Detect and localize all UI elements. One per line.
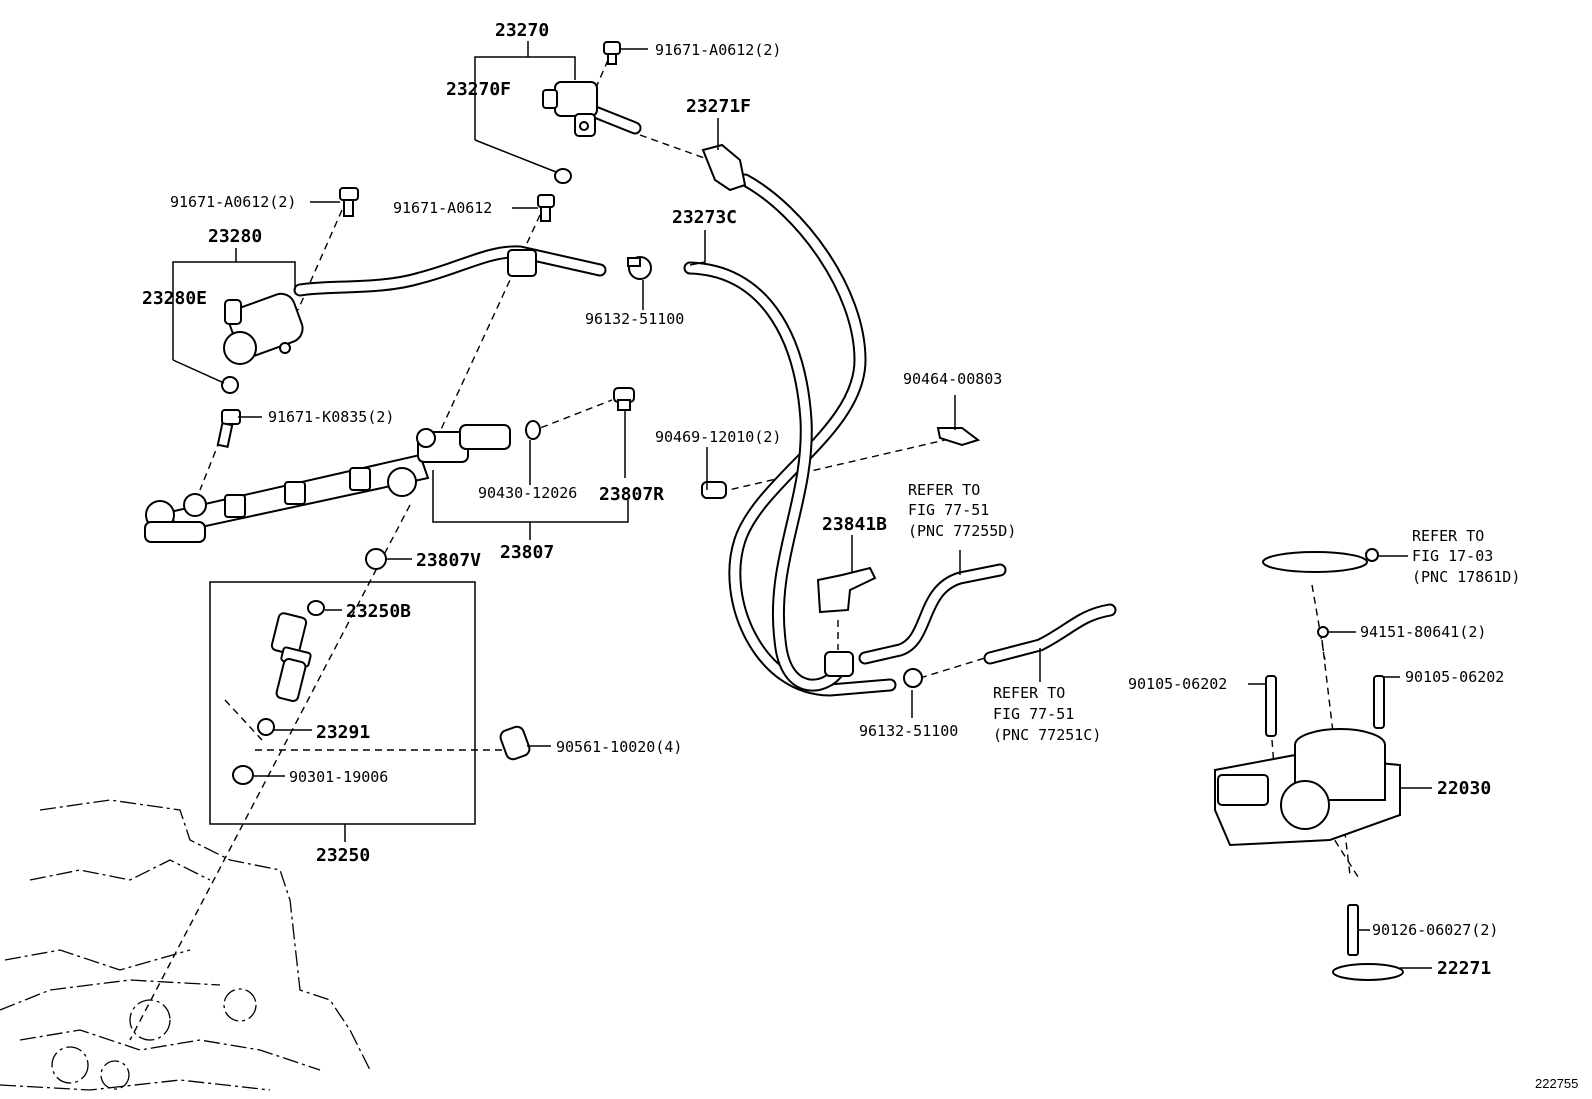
label-23291: 23291 (316, 722, 370, 743)
label-94151-80641-2: 94151-80641(2) (1360, 623, 1486, 641)
assembly-leaders (129, 59, 1381, 1041)
o-ring-23270f (554, 168, 572, 184)
label-23280e: 23280E (142, 288, 207, 309)
label-22030: 22030 (1437, 778, 1491, 799)
cushion-90561-10020 (499, 725, 531, 761)
refer-note-line: (PNC 77255D) (908, 522, 1016, 540)
label-90105-06202-left: 90105-06202 (1128, 675, 1227, 693)
label-91671-a0612-2-top: 91671-A0612(2) (655, 41, 781, 59)
fuel-connector-23271f (701, 143, 747, 192)
refer-note-line: FIG 77-51 (908, 501, 989, 519)
label-23807v: 23807V (416, 550, 481, 571)
figure-number: 222755 (1535, 1076, 1578, 1091)
refer-note-line: FIG 77-51 (993, 705, 1074, 723)
hose-joint (824, 651, 854, 677)
gasket-90430-12026 (525, 420, 541, 440)
fuel-rail (144, 424, 511, 543)
stud-90126-06027 (1347, 904, 1359, 956)
throttle-body-22030 (1214, 548, 1401, 847)
bracket-23841b (816, 566, 877, 614)
label-90301-19006: 90301-19006 (289, 768, 388, 786)
label-96132-51100-top: 96132-51100 (585, 310, 684, 328)
label-23280: 23280 (208, 226, 262, 247)
label-23250: 23250 (316, 845, 370, 866)
bolt-91671-a0612-top (603, 41, 621, 65)
label-91671-k0835-2: 91671-K0835(2) (268, 408, 394, 426)
nut-23807v (365, 548, 387, 570)
o-ring-90301-19006 (232, 765, 254, 785)
label-90561-10020-4: 90561-10020(4) (556, 738, 682, 756)
label-91671-a0612-2-left: 91671-A0612(2) (170, 193, 296, 211)
refer-note-line: (PNC 17861D) (1412, 568, 1520, 586)
label-90105-06202-right: 90105-06202 (1405, 668, 1504, 686)
part-labels: 23270 23270F 91671-A0612(2) 23271F 91671… (142, 20, 1504, 979)
clip-90469-12010 (701, 481, 727, 499)
bolt-91671-a0612-center (537, 194, 555, 222)
pipe-bracket (507, 249, 537, 277)
label-23270: 23270 (495, 20, 549, 41)
refer-note-line: FIG 17-03 (1412, 547, 1493, 565)
label-23250b: 23250B (346, 601, 411, 622)
bolt-91671-a0612-left (339, 187, 359, 217)
clip-90464-00803 (936, 427, 981, 447)
pulsation-damper-23270 (542, 81, 598, 137)
label-23273c: 23273C (672, 207, 737, 228)
label-90469-12010-2: 90469-12010(2) (655, 428, 781, 446)
label-23271f: 23271F (686, 96, 751, 117)
fuel-injector (270, 612, 312, 703)
refer-note-line: REFER TO (908, 481, 980, 499)
fuel-hoses (293, 105, 1117, 697)
label-90430-12026: 90430-12026 (478, 484, 577, 502)
label-96132-51100-bottom: 96132-51100 (859, 722, 958, 740)
label-23807: 23807 (500, 542, 554, 563)
label-90126-06027-2: 90126-06027(2) (1372, 921, 1498, 939)
bolt-91671-k0835 (216, 409, 241, 448)
engine-block-outline (0, 799, 371, 1091)
refer-note-77255d: REFER TO FIG 77-51 (PNC 77255D) (908, 481, 1016, 540)
refer-note-line: (PNC 77251C) (993, 726, 1101, 744)
hose-clamp-96132-bottom (903, 668, 923, 688)
label-91671-a0612: 91671-A0612 (393, 199, 492, 217)
label-90464-00803: 90464-00803 (903, 370, 1002, 388)
gasket-22271 (1332, 963, 1404, 981)
refer-note-line: REFER TO (1412, 527, 1484, 545)
pressure-regulator-23280 (223, 292, 304, 365)
o-ring-23280e (221, 376, 239, 394)
hose-clamp-96132-top (627, 256, 652, 280)
plug-23807r (613, 387, 635, 411)
refer-note-line: REFER TO (993, 684, 1065, 702)
injector-assembly-box (209, 581, 476, 825)
refer-note-77251c: REFER TO FIG 77-51 (PNC 77251C) (993, 684, 1101, 744)
label-22271: 22271 (1437, 958, 1491, 979)
o-ring-23250b (307, 600, 325, 616)
label-leaders (172, 41, 1432, 969)
label-23270f: 23270F (446, 79, 511, 100)
label-23841b: 23841B (822, 514, 887, 535)
insulator-23291 (257, 718, 275, 736)
label-23807r: 23807R (599, 484, 664, 505)
refer-note-17861d: REFER TO FIG 17-03 (PNC 17861D) (1412, 527, 1520, 586)
